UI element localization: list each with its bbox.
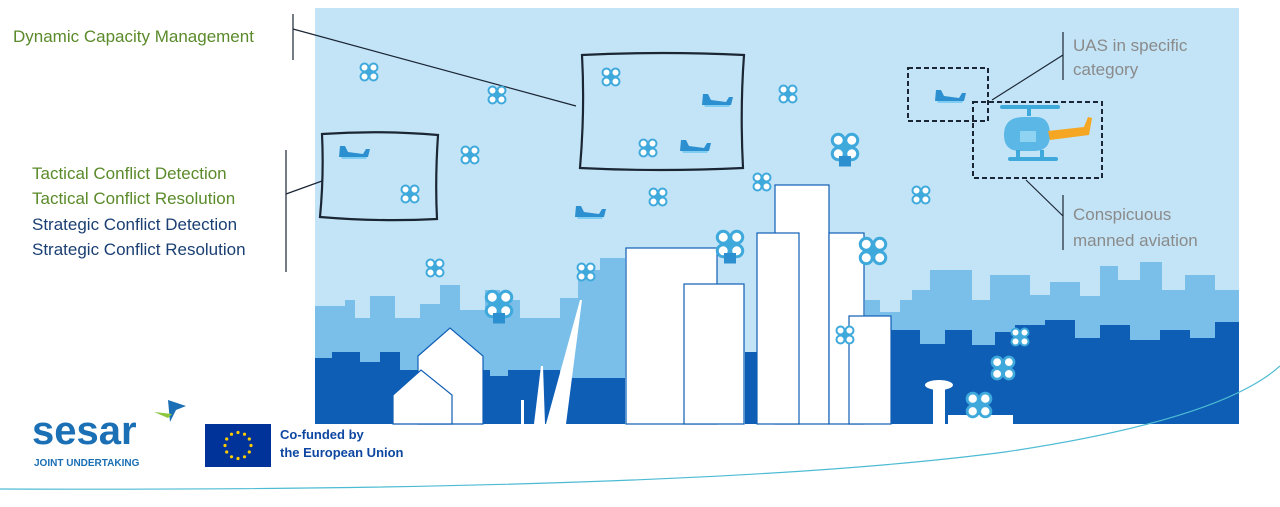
masts — [521, 300, 582, 424]
airspace-box-center — [578, 51, 746, 172]
eu-flag-icon — [205, 424, 271, 467]
eu-cofunded-line2: the European Union — [280, 445, 404, 460]
sesar-wordmark: sesar — [32, 409, 137, 453]
quadcopter-drones — [359, 62, 1030, 419]
uas-specific-box — [907, 67, 989, 122]
tactical-resolution-label: Tactical Conflict Resolution — [32, 189, 236, 208]
manned-aviation-box — [972, 101, 1103, 179]
sesar-subtitle: JOINT UNDERTAKING — [34, 458, 140, 469]
manned-aviation-label-line1: Conspicuous — [1073, 205, 1172, 224]
houses — [392, 327, 484, 425]
strategic-detection-label: Strategic Conflict Detection — [32, 215, 238, 234]
strategic-resolution-label: Strategic Conflict Resolution — [32, 240, 246, 259]
uas-category-label-line2: category — [1073, 60, 1139, 79]
sesar-logo-icon: sesar JOINT UNDERTAKING — [32, 400, 186, 469]
footer-swoosh — [0, 365, 1280, 490]
tactical-detection-label: Tactical Conflict Detection — [32, 164, 227, 183]
airspace-box-left — [318, 131, 440, 222]
uas-category-label-line1: UAS in specific — [1073, 36, 1188, 55]
dynamic-capacity-label: Dynamic Capacity Management — [13, 27, 254, 46]
eu-cofunded-line1: Co-funded by — [280, 427, 364, 442]
helicopter-icon — [1000, 105, 1092, 161]
manned-aviation-label-line2: manned aviation — [1073, 231, 1198, 250]
label-connectors — [285, 14, 1064, 272]
water-tower — [925, 380, 1013, 424]
